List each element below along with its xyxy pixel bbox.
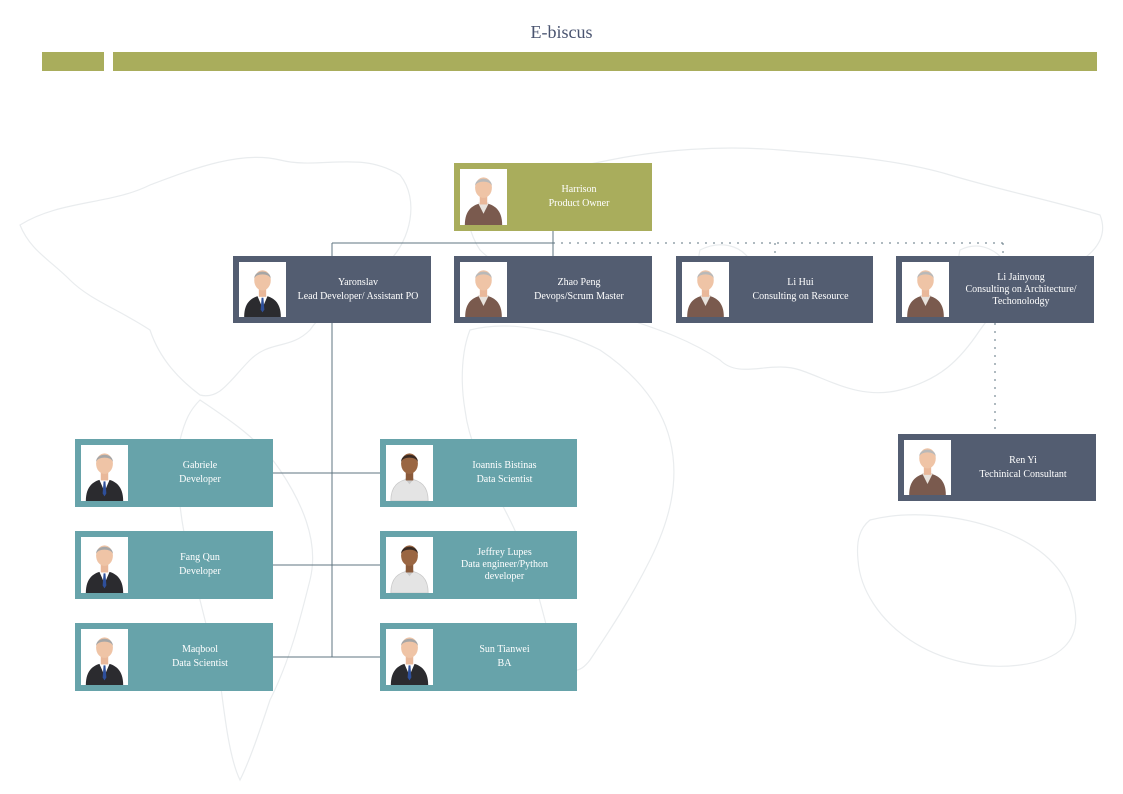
node-role: Data Scientist bbox=[172, 658, 228, 669]
node-role: Developer bbox=[179, 474, 221, 485]
node-name: Li Hui bbox=[787, 276, 814, 288]
node-role: Data Scientist bbox=[476, 474, 533, 485]
man-suit-icon bbox=[81, 629, 128, 685]
node-sun-tianwei[interactable]: Sun Tianwei BA bbox=[380, 623, 577, 691]
casual-man-icon bbox=[386, 445, 433, 501]
node-fang-qun[interactable]: Fang Qun Developer bbox=[75, 531, 273, 599]
node-gabriele[interactable]: Gabriele Developer bbox=[75, 439, 273, 507]
node-li-hui[interactable]: Li Hui Consulting on Resource bbox=[676, 256, 873, 323]
node-name: Maqbool bbox=[181, 644, 219, 655]
node-role: Data engineer/Python developer bbox=[461, 559, 548, 582]
man-suit-icon bbox=[386, 629, 433, 685]
node-name: Ren Yi bbox=[1009, 454, 1037, 466]
node-role: Consulting on Resource bbox=[752, 290, 849, 302]
casual-man-icon bbox=[386, 537, 433, 593]
node-name: Harrison bbox=[561, 184, 597, 195]
node-name: Yaronslav bbox=[337, 276, 379, 288]
node-name: Zhao Peng bbox=[557, 276, 601, 288]
node-name: Sun Tianwei bbox=[479, 644, 530, 655]
man-suit-icon bbox=[81, 445, 128, 501]
senior-man-icon bbox=[902, 262, 949, 317]
node-role: Developer bbox=[179, 566, 221, 577]
node-li-jainyong[interactable]: Li Jainyong Consulting on Architecture/ … bbox=[896, 256, 1094, 323]
header-accent-bar-left bbox=[42, 52, 104, 71]
node-name: Gabriele bbox=[182, 460, 218, 471]
node-name: Jeffrey Lupes bbox=[477, 547, 532, 558]
header-accent-bar bbox=[113, 52, 1097, 71]
node-role: Devops/Scrum Master bbox=[534, 290, 624, 302]
page-title: E-biscus bbox=[530, 22, 593, 42]
node-yaronslav[interactable]: Yaronslav Lead Developer/ Assistant PO bbox=[233, 256, 431, 323]
node-name: Li Jainyong bbox=[997, 271, 1045, 283]
node-role: Techinical Consultant bbox=[979, 468, 1067, 480]
node-role: Lead Developer/ Assistant PO bbox=[297, 290, 419, 302]
senior-man-icon bbox=[904, 440, 951, 495]
node-role: Product Owner bbox=[548, 198, 610, 209]
man-suit-icon bbox=[239, 262, 286, 317]
node-harrison[interactable]: Harrison Product Owner bbox=[454, 163, 652, 231]
node-ren-yi[interactable]: Ren Yi Techinical Consultant bbox=[898, 434, 1096, 501]
man-suit-icon bbox=[81, 537, 128, 593]
node-maqbool[interactable]: Maqbool Data Scientist bbox=[75, 623, 273, 691]
senior-man-icon bbox=[460, 169, 507, 225]
node-zhao-peng[interactable]: Zhao Peng Devops/Scrum Master bbox=[454, 256, 652, 323]
senior-man-icon bbox=[460, 262, 507, 317]
node-role: BA bbox=[497, 658, 512, 669]
node-ioannis-bistinas[interactable]: Ioannis Bistinas Data Scientist bbox=[380, 439, 577, 507]
node-jeffrey-lupes[interactable]: Jeffrey Lupes Data engineer/Python devel… bbox=[380, 531, 577, 599]
node-role: Consulting on Architecture/ Techonolodgy bbox=[965, 283, 1077, 307]
node-name: Ioannis Bistinas bbox=[472, 460, 537, 471]
node-name: Fang Qun bbox=[180, 552, 220, 563]
senior-man-icon bbox=[682, 262, 729, 317]
